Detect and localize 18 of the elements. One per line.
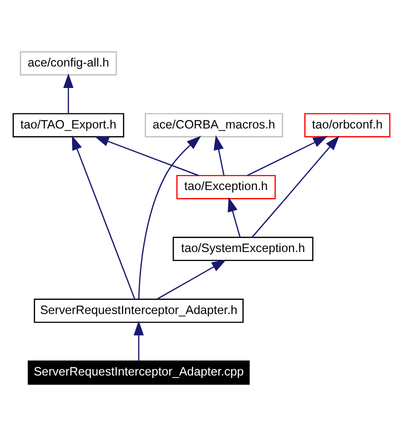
node-box: ServerRequestInterceptor_Adapter.cpp	[28, 360, 250, 384]
node-box: ace/config-all.h	[20, 50, 117, 75]
arrow	[72, 134, 136, 299]
node-box: tao/SystemException.h	[172, 236, 314, 261]
arrow	[94, 136, 199, 176]
node-box: ServerRequestInterceptor_Adapter.h	[34, 298, 244, 322]
node-box: ace/CORBA_macros.h	[144, 112, 284, 137]
node-box: tao/orbconf.h	[304, 112, 390, 137]
arrow	[214, 134, 225, 176]
arrow	[246, 136, 328, 176]
arrow	[134, 320, 144, 361]
arrow	[63, 72, 74, 114]
node-box: tao/TAO_Export.h	[12, 112, 124, 137]
arrow	[228, 196, 241, 238]
arrow	[252, 135, 340, 238]
arrow	[156, 259, 226, 300]
arrow	[138, 135, 202, 299]
node-box: tao/Exception.h	[176, 174, 276, 199]
